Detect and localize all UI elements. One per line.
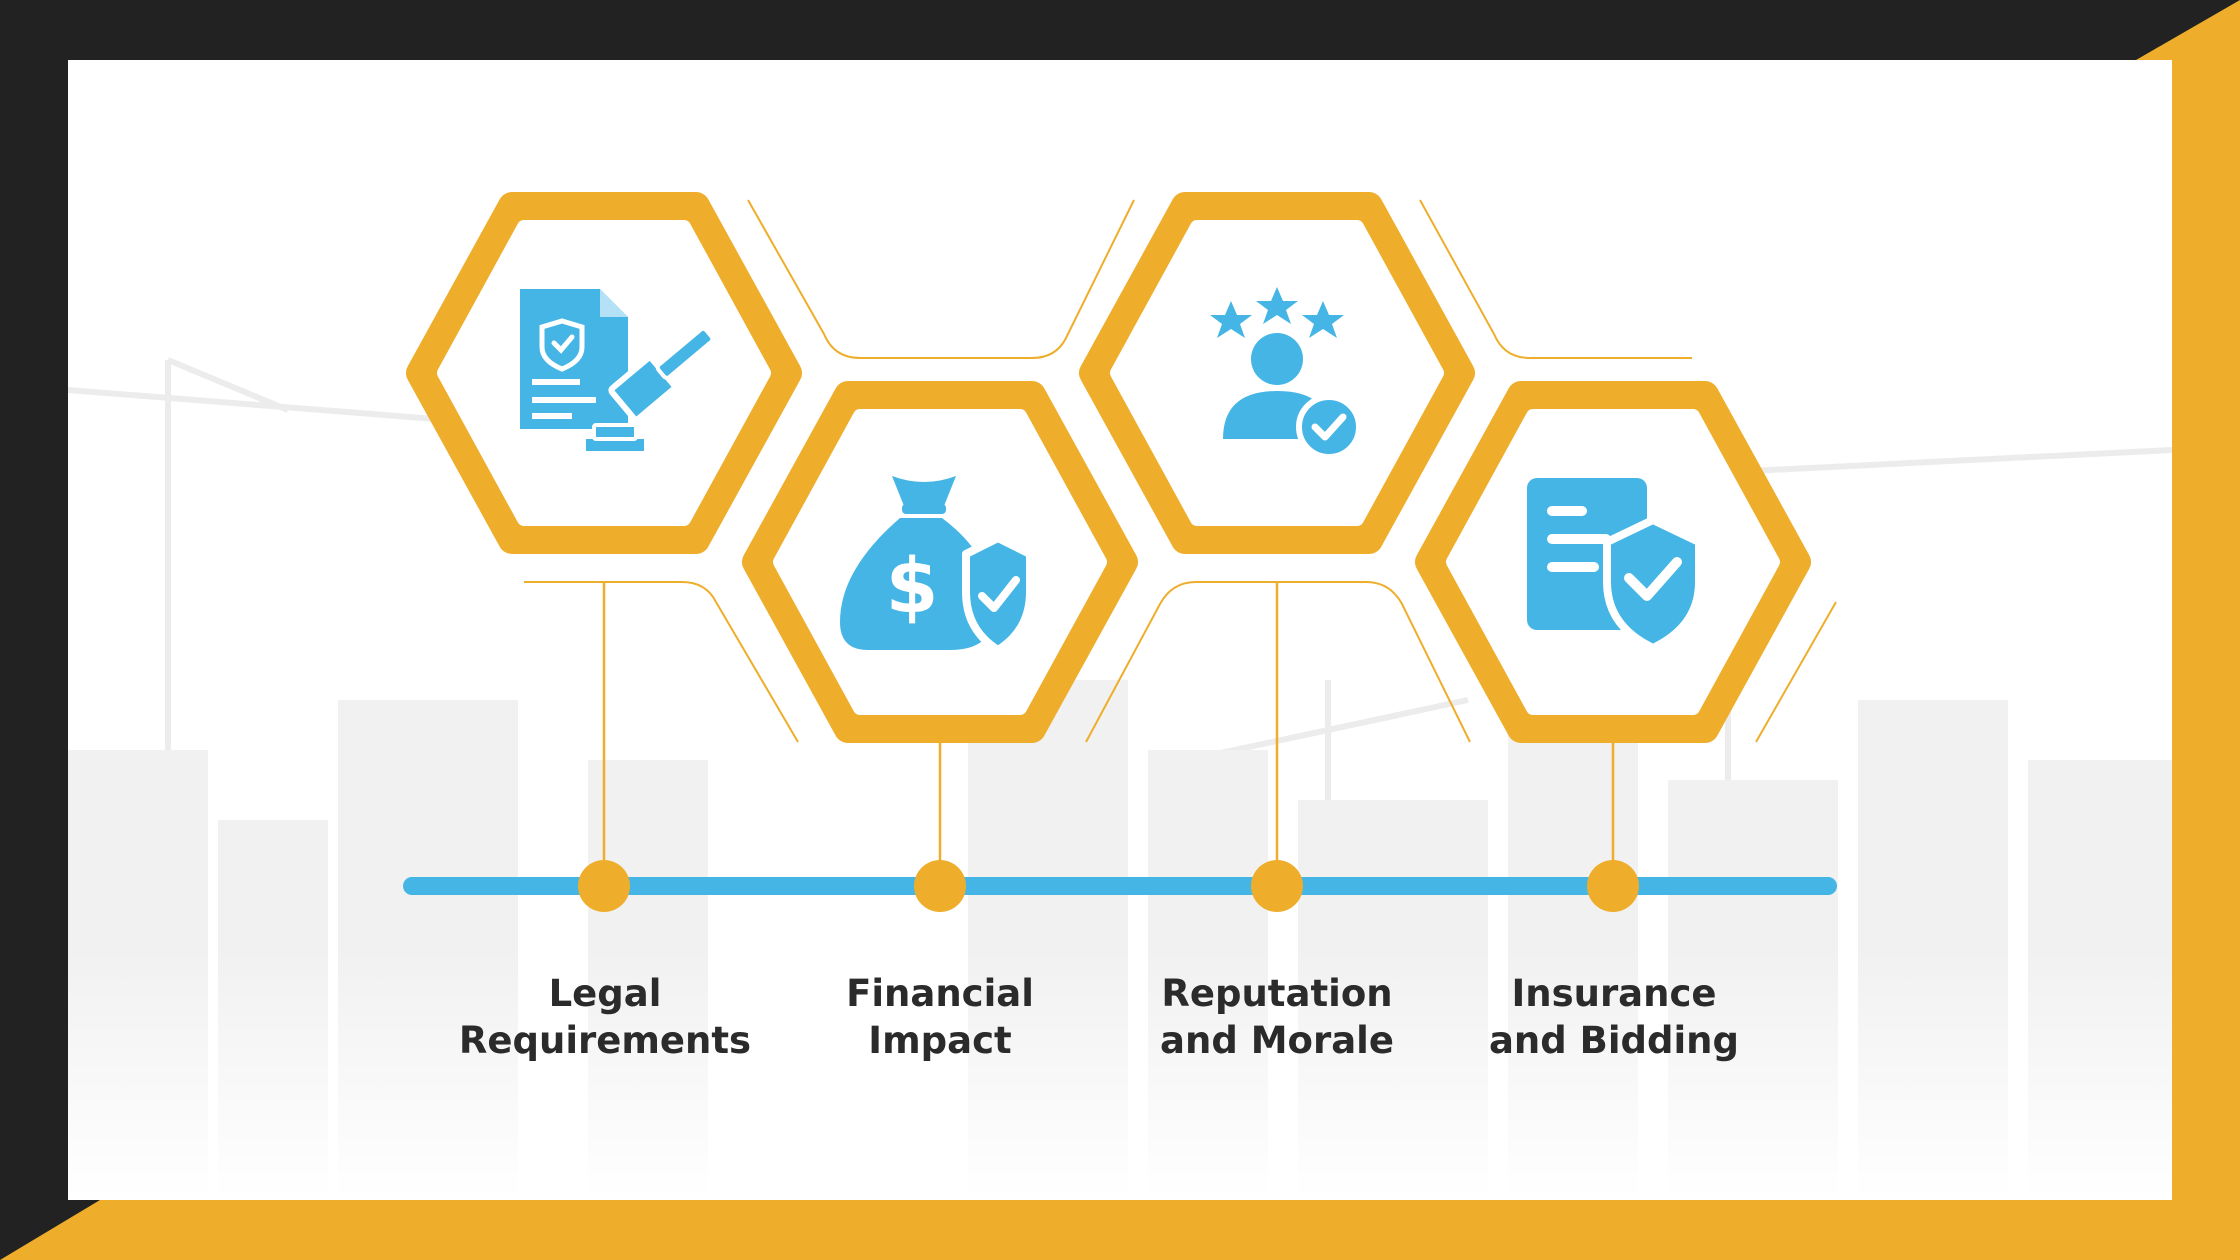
hexagon-financial: $ (742, 381, 1138, 743)
label-reputation-line-1: Reputation (1161, 972, 1393, 1015)
hexagon-reputation (1079, 192, 1475, 554)
label-insurance-line-2: and Bidding (1488, 1019, 1740, 1062)
label-reputation: Reputation and Morale (1107, 970, 1447, 1064)
construction-skyline-watermark (68, 60, 2172, 1200)
document-shield-icon (1527, 478, 1703, 652)
timeline-dot-legal (578, 860, 630, 912)
timeline-dot-reputation (1251, 860, 1303, 912)
legal-document-gavel-icon (520, 289, 715, 455)
frame-accent-top-right (2136, 0, 2240, 1260)
money-bag-shield-icon: $ (840, 476, 1034, 654)
hexagon-connector-lines (524, 199, 1837, 743)
label-legal-line-1: Legal (548, 972, 662, 1015)
frame-accent-bottom (0, 1200, 2240, 1260)
timeline-dot-insurance (1587, 860, 1639, 912)
hexagon-insurance (1415, 381, 1811, 743)
label-financial-line-1: Financial (846, 972, 1034, 1015)
label-insurance: Insurance and Bidding (1444, 970, 1784, 1064)
timeline-dot-financial (914, 860, 966, 912)
label-legal-line-2: Requirements (458, 1019, 752, 1062)
svg-text:$: $ (886, 541, 939, 630)
hexagon-legal (406, 192, 802, 554)
label-financial: Financial Impact (770, 970, 1110, 1064)
label-legal: Legal Requirements (435, 970, 775, 1064)
content-card (68, 60, 2172, 1200)
label-insurance-line-1: Insurance (1511, 972, 1717, 1015)
person-stars-check-icon (1210, 287, 1362, 460)
label-reputation-line-2: and Morale (1160, 1019, 1394, 1062)
label-financial-line-2: Impact (868, 1019, 1012, 1062)
